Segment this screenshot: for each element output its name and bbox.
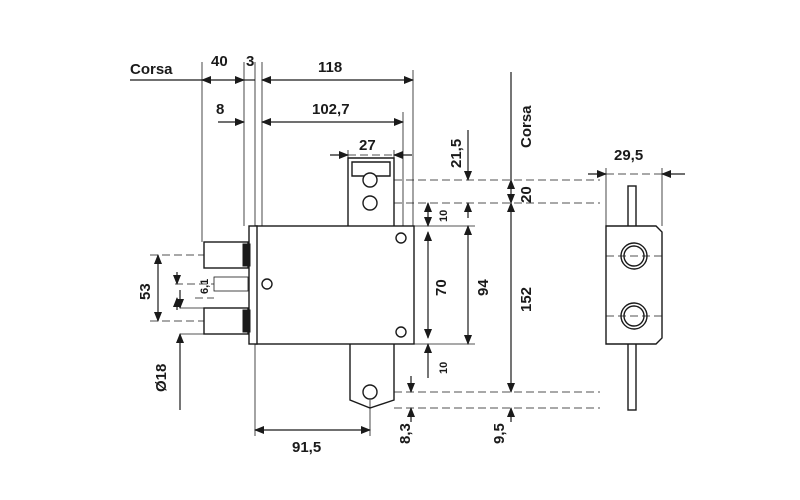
label-91-5: 91,5	[292, 439, 321, 456]
label-40: 40	[211, 53, 228, 70]
label-diam-18: Ø18	[153, 364, 170, 392]
vertical-dimensions	[394, 72, 600, 422]
label-3: 3	[246, 53, 254, 70]
side-body	[605, 225, 663, 345]
label-21-5: 21,5	[448, 139, 465, 168]
case-screw-left	[261, 278, 273, 290]
top-keeper-plate	[347, 157, 395, 229]
top-dimensions	[130, 62, 414, 242]
label-corsa-top: Corsa	[130, 61, 173, 78]
label-102-7: 102,7	[312, 101, 350, 118]
label-29-5: 29,5	[614, 147, 643, 164]
label-53: 53	[137, 283, 154, 300]
label-10-bottom: 10	[438, 362, 450, 374]
latch	[213, 276, 249, 292]
label-8: 8	[216, 101, 224, 118]
lower-bolt	[203, 307, 251, 335]
left-dimensions	[150, 254, 214, 410]
label-10-top: 10	[438, 210, 450, 222]
front-plate	[248, 225, 258, 345]
label-8-3: 8,3	[397, 423, 414, 444]
label-20: 20	[518, 186, 535, 203]
label-94: 94	[475, 279, 492, 296]
bottom-dimension	[254, 344, 371, 436]
label-27: 27	[359, 137, 376, 154]
label-corsa-vertical: Corsa	[518, 105, 535, 148]
bottom-keeper-plate	[349, 339, 395, 409]
label-70: 70	[433, 279, 450, 296]
label-152: 152	[518, 287, 535, 312]
label-9-5: 9,5	[491, 423, 508, 444]
upper-bolt	[203, 241, 251, 269]
lock-front-view	[203, 157, 415, 409]
label-6-1: 6,1	[199, 279, 211, 294]
label-118: 118	[318, 59, 342, 76]
lock-side-view	[588, 168, 685, 411]
case-screw-bottom	[395, 326, 407, 338]
lock-case	[255, 225, 415, 345]
case-screw-top	[395, 232, 407, 244]
